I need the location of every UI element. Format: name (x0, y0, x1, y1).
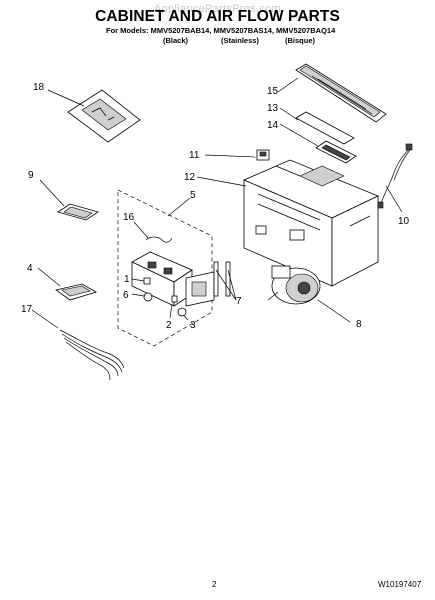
callout-17: 17 (21, 304, 33, 315)
callout-18: 18 (33, 82, 45, 93)
callout-2: 2 (166, 320, 172, 331)
callout-16: 16 (123, 212, 135, 223)
part-7-screws (215, 269, 237, 301)
part-3-bushing (177, 307, 189, 321)
callout-13: 13 (267, 103, 279, 114)
page-number: 2 (212, 580, 217, 589)
part-10-harness (377, 143, 413, 213)
callout-5: 5 (190, 190, 196, 201)
callout-7: 7 (236, 296, 242, 307)
callout-10: 10 (398, 216, 410, 227)
callout-14: 14 (267, 120, 279, 131)
callout-15: 15 (267, 86, 279, 97)
part-8-blower-motor (267, 265, 351, 323)
part-5-assembly-outline (117, 189, 213, 347)
part-4-plate (37, 267, 98, 301)
finish-bisque: (Bisque) (285, 36, 315, 45)
document-number: W10197407 (378, 580, 422, 589)
control-bracket-assembly (131, 251, 231, 307)
callout-8: 8 (356, 319, 362, 330)
part-14-charcoal-filter (279, 123, 357, 164)
models-line: For Models: MMV5207BAB14, MMV5207BAS14, … (106, 26, 336, 35)
callout-4: 4 (27, 263, 33, 274)
part-13-filter (279, 107, 355, 145)
callout-12: 12 (184, 172, 196, 183)
part-17-wire-bundle (31, 309, 125, 381)
part-2-clip (169, 295, 178, 319)
part-11-switch (204, 149, 270, 161)
part-12-cabinet (196, 159, 379, 287)
finish-stainless: (Stainless) (221, 36, 259, 45)
callout-11: 11 (189, 150, 200, 161)
part-6-grommet (131, 292, 153, 302)
part-15-vent-grille (277, 63, 387, 123)
callout-6: 6 (123, 290, 129, 301)
watermark: AppliancePartsPros.com (153, 3, 282, 15)
page-title: CABINET AND AIR FLOW PARTS (95, 8, 340, 25)
callout-9: 9 (28, 170, 34, 181)
finish-black: (Black) (163, 36, 189, 45)
callout-1: 1 (124, 274, 130, 285)
callout-3: 3 (190, 320, 196, 331)
part-18-literature (47, 89, 141, 143)
part-16-wire (133, 221, 173, 243)
part-1-plug (131, 277, 151, 285)
part-9-panel (39, 179, 99, 221)
